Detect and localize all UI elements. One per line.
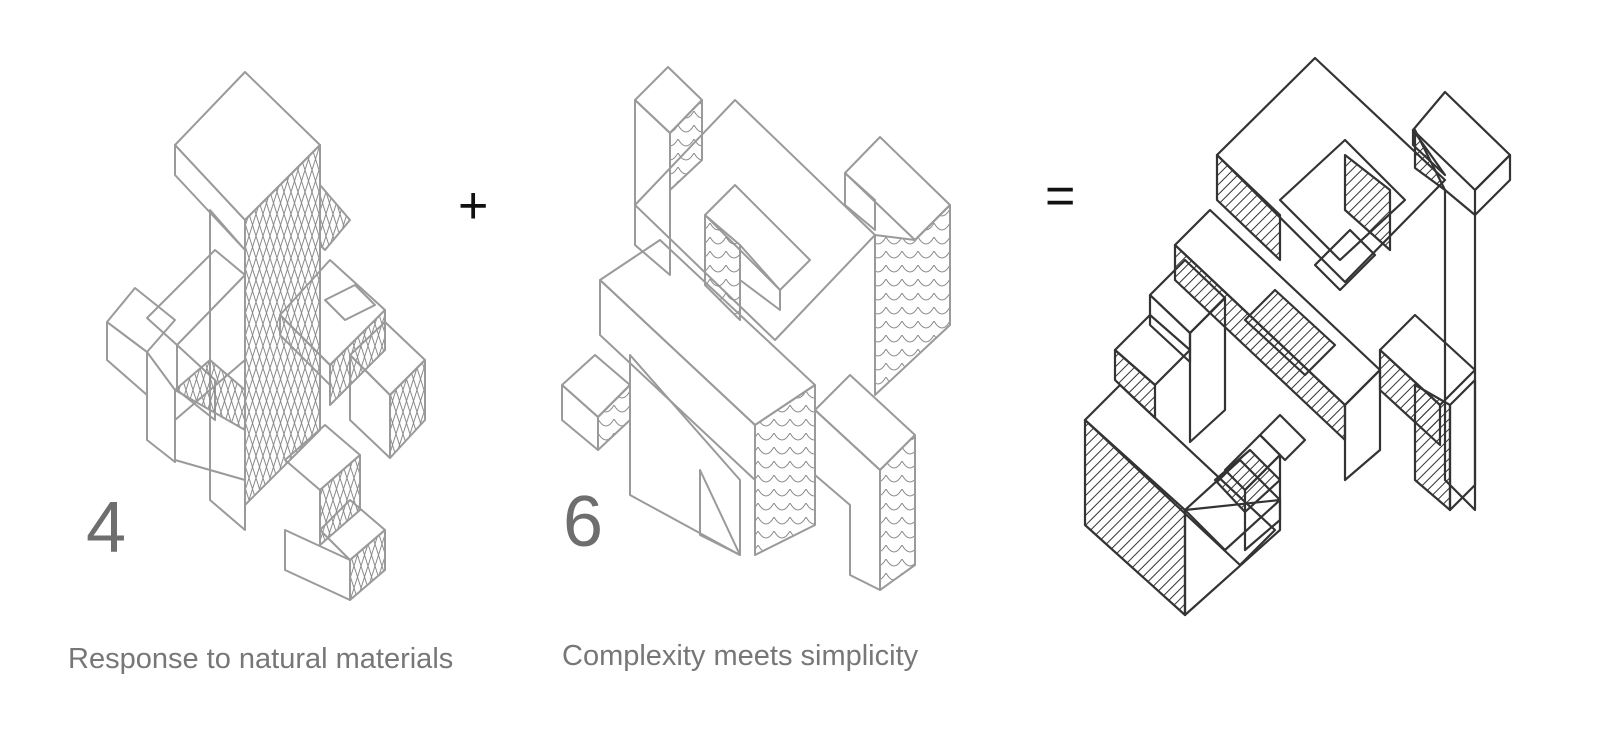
panel-middle-caption: Complexity meets simplicity <box>562 640 919 672</box>
sketch-middle-scaled-tower <box>561 66 951 591</box>
panel-left-caption: Response to natural materials <box>68 643 454 675</box>
sketch-left-lattice-tower <box>106 71 426 601</box>
panel-middle-number: 6 <box>563 482 604 562</box>
plus-sign: + <box>458 177 489 235</box>
panel-left-number: 4 <box>86 488 127 568</box>
equals-sign: = <box>1045 167 1076 225</box>
sketch-right-combined-form <box>1083 56 1512 617</box>
